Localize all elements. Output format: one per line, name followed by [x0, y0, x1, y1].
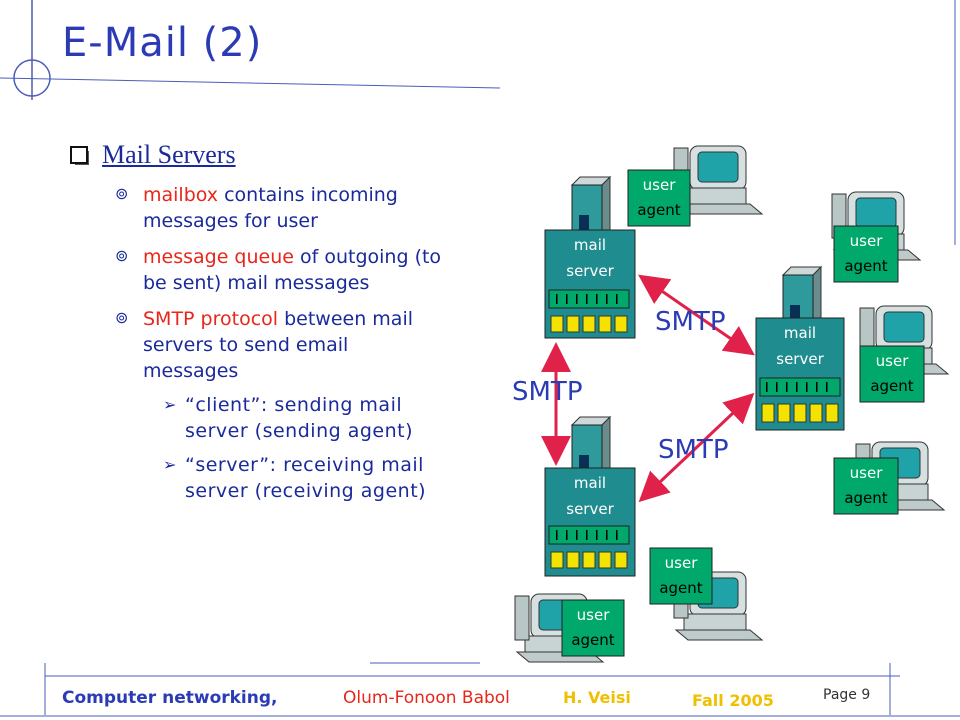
- smtp-label-bottom: SMTP: [658, 435, 729, 465]
- smtp-arrow-bottom-right: [638, 392, 755, 503]
- bullet-text: contains incoming: [218, 184, 398, 206]
- svg-text:agent: agent: [844, 489, 887, 507]
- slide-title: E-Mail (2): [62, 20, 263, 66]
- footer-school: Olum-Fonoon Babol: [343, 688, 510, 708]
- svg-text:user: user: [665, 554, 699, 572]
- subbullet-text-line2: server (sending agent): [185, 420, 414, 442]
- svg-text:agent: agent: [571, 631, 614, 649]
- svg-text:mail: mail: [574, 236, 606, 254]
- subbullet-item: ➢ “client”: sending mail server (sending…: [163, 392, 441, 444]
- user-agent-6: user agent: [514, 593, 625, 663]
- svg-text:agent: agent: [659, 579, 702, 597]
- user-agent-3: user agent: [859, 305, 949, 403]
- arrow-bullet-icon: ➢: [163, 395, 177, 414]
- user-agent-1: user agent: [627, 145, 763, 227]
- user-agent-4: user agent: [833, 441, 945, 515]
- subbullet-text: “server”: receiving mail: [185, 454, 424, 476]
- mail-server-right: mail server: [755, 266, 845, 431]
- smtp-arrow-top-right: [638, 274, 755, 356]
- bullet-text-line2: servers to send email: [143, 334, 349, 356]
- spiral-bullet-icon: ⊚: [115, 184, 129, 203]
- mail-server-top: mail server: [544, 176, 636, 339]
- svg-text:mail: mail: [574, 474, 606, 492]
- svg-text:user: user: [577, 606, 611, 624]
- mail-server-bottom: mail server: [544, 416, 636, 577]
- svg-text:user: user: [850, 232, 884, 250]
- smtp-label-left: SMTP: [512, 377, 583, 407]
- spiral-bullet-icon: ⊚: [115, 308, 129, 327]
- bullet-item: ⊚ mailbox contains incoming messages for…: [115, 182, 441, 234]
- footer-term: Fall 2005: [692, 691, 774, 710]
- footer-author: H. Veisi: [563, 688, 631, 707]
- bullet-list: ⊚ mailbox contains incoming messages for…: [115, 182, 441, 504]
- smtp-label-top: SMTP: [655, 307, 726, 337]
- svg-text:server: server: [566, 500, 614, 518]
- bullet-highlight: mailbox: [143, 184, 219, 206]
- page-number: Page 9: [823, 687, 871, 703]
- subbullet-text-line2: server (receiving agent): [185, 480, 427, 502]
- user-agent-5: user agent: [649, 547, 763, 641]
- bullet-text: of outgoing (to: [293, 246, 442, 268]
- subbullet-item: ➢ “server”: receiving mail server (recei…: [163, 452, 441, 504]
- svg-text:agent: agent: [844, 257, 887, 275]
- svg-text:agent: agent: [870, 377, 913, 395]
- arrow-bullet-icon: ➢: [163, 455, 177, 474]
- bullet-highlight: message queue: [143, 246, 294, 268]
- svg-text:server: server: [566, 262, 614, 280]
- user-agent-2: user agent: [831, 191, 921, 283]
- subbullet-text: “client”: sending mail: [185, 394, 403, 416]
- bullet-text-line3: messages: [143, 360, 239, 382]
- svg-text:agent: agent: [637, 201, 680, 219]
- svg-text:user: user: [850, 464, 884, 482]
- spiral-bullet-icon: ⊚: [115, 246, 129, 265]
- checkbox-bullet-icon: [70, 146, 89, 165]
- svg-text:user: user: [876, 352, 910, 370]
- bullet-text-line2: messages for user: [143, 210, 318, 232]
- bullet-item: ⊚ message queue of outgoing (to be sent)…: [115, 244, 441, 296]
- bullet-item: ⊚ SMTP protocol between mail servers to …: [115, 306, 441, 384]
- svg-text:mail: mail: [784, 324, 816, 342]
- bullet-text: between mail: [278, 308, 414, 330]
- bullet-highlight: SMTP protocol: [143, 308, 279, 330]
- svg-text:server: server: [776, 350, 824, 368]
- footer-course: Computer networking,: [62, 688, 278, 708]
- bullet-text-line2: be sent) mail messages: [143, 272, 370, 294]
- section-heading: Mail Servers: [102, 140, 236, 169]
- svg-text:user: user: [643, 176, 677, 194]
